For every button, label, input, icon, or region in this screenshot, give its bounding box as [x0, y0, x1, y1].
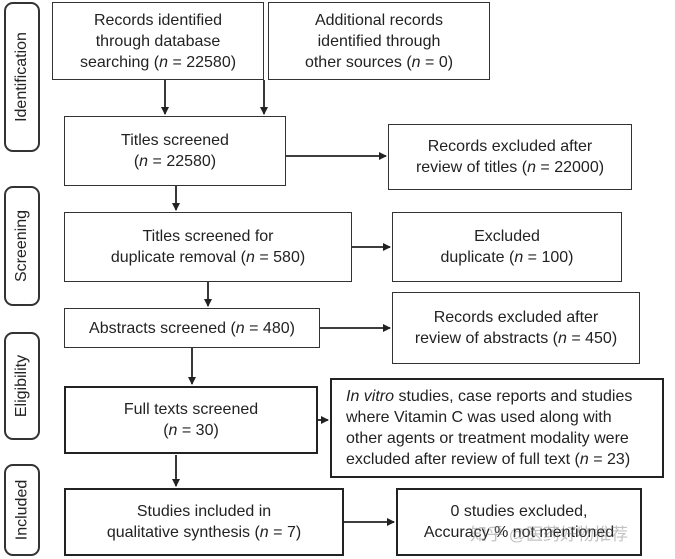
- full-texts-line1: Full texts screened: [123, 401, 259, 418]
- titles-screened-box: Titles screened (n = 22580): [64, 116, 286, 186]
- phase-eligibility: Eligibility: [4, 332, 40, 440]
- excluded-titles-line1: Records excluded after: [427, 138, 593, 155]
- watermark-text: 知乎 @医药好物推荐: [470, 525, 628, 544]
- excluded-abstracts-box: Records excluded after review of abstrac…: [392, 292, 640, 364]
- excluded-abstracts-line2: review of abstracts (n = 450): [414, 330, 618, 347]
- excluded-duplicate-box: Excluded duplicate (n = 100): [392, 212, 622, 282]
- phase-screening: Screening: [4, 186, 40, 306]
- phase-included: Included: [4, 464, 40, 556]
- excluded-duplicate-line1: Excluded: [474, 228, 540, 245]
- other-sources-line3: other sources (n = 0): [304, 53, 454, 71]
- included-studies-line1: Studies included in: [136, 503, 272, 520]
- abstracts-box: Abstracts screened (n = 480): [64, 308, 320, 348]
- abstracts-line1: Abstracts screened (n = 480): [89, 319, 295, 337]
- included-studies-box: Studies included in qualitative synthesi…: [64, 488, 344, 556]
- db-search-line1: Records identified: [93, 11, 223, 29]
- duplicate-removal-line1: Titles screened for: [142, 228, 274, 245]
- db-search-line3: searching (n = 22580): [79, 53, 237, 71]
- zero-excluded-box: 0 studies excluded, Accuracy % not menti…: [396, 488, 642, 556]
- excluded-titles-line2: review of titles (n = 22000): [415, 159, 605, 176]
- duplicate-removal-line2: duplicate removal (n = 580): [110, 249, 306, 266]
- excluded-full-text-line3: other agents or treatment modality were: [346, 430, 629, 447]
- titles-screened-line2: (n = 22580): [133, 153, 217, 170]
- full-texts-line2: (n = 30): [163, 422, 219, 439]
- excluded-duplicate-line2: duplicate (n = 100): [440, 249, 574, 266]
- excluded-full-text-line2: where Vitamin C was used along with: [346, 409, 612, 426]
- titles-screened-line1: Titles screened: [121, 132, 229, 149]
- excluded-titles-box: Records excluded after review of titles …: [388, 124, 632, 190]
- other-sources-line2: identified through: [317, 32, 441, 50]
- excluded-abstracts-line1: Records excluded after: [433, 309, 599, 326]
- other-sources-line1: Additional records: [314, 11, 444, 29]
- duplicate-removal-box: Titles screened for duplicate removal (n…: [64, 212, 352, 282]
- full-texts-box: Full texts screened (n = 30): [64, 386, 318, 454]
- zero-excluded-line2: Accuracy % not mentioned: [423, 524, 615, 541]
- excluded-full-text-box: In vitro studies, case reports and studi…: [330, 378, 664, 478]
- zero-excluded-line1: 0 studies excluded,: [450, 503, 588, 520]
- included-studies-line2: qualitative synthesis (n = 7): [106, 524, 302, 541]
- db-search-line2: through database: [95, 32, 221, 50]
- phase-identification: Identification: [4, 2, 40, 152]
- db-search-box: Records identified through database sear…: [52, 2, 264, 80]
- other-sources-box: Additional records identified through ot…: [268, 2, 490, 80]
- excluded-full-text-line4: excluded after review of full text (n = …: [346, 451, 631, 468]
- excluded-full-text-line1: In vitro studies, case reports and studi…: [346, 388, 633, 405]
